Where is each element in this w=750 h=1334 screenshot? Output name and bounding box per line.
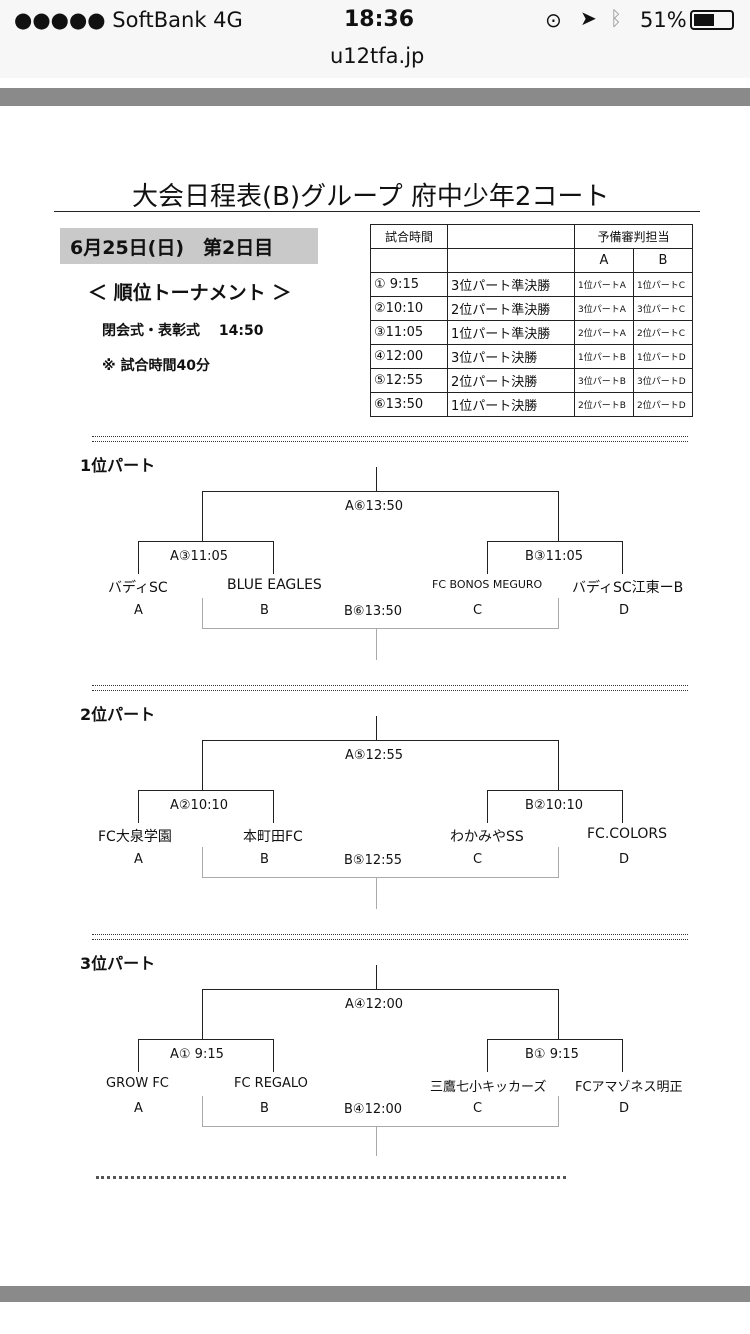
rotation-lock-icon: ⊙ — [545, 8, 562, 32]
team-letter: D — [619, 1101, 630, 1116]
doc-title: 大会日程表(B)グループ 府中少年2コート — [132, 182, 610, 212]
team-letter: D — [619, 603, 630, 618]
team-letter: B — [260, 603, 269, 618]
cut-off-line — [96, 1176, 566, 1183]
team-name: FC REGALO — [234, 1076, 308, 1091]
top-divider — [0, 88, 750, 106]
team-name: バディSC — [108, 580, 168, 596]
part-title: 3位パート — [80, 954, 156, 973]
semifinal-time: A① 9:15 — [170, 1047, 224, 1062]
team-name: BLUE EAGLES — [227, 577, 322, 593]
team-letter: C — [473, 603, 483, 618]
team-letter: C — [473, 1101, 483, 1116]
url-text: u12tfa.jp — [330, 44, 425, 68]
final-time: A④12:00 — [345, 997, 404, 1012]
bottom-divider — [0, 1286, 750, 1302]
location-icon: ➤ — [580, 6, 597, 30]
team-name: FC大泉学園 — [98, 829, 172, 845]
team-name: 本町田FC — [243, 829, 303, 845]
semifinal-time: B③11:05 — [525, 549, 584, 564]
semifinal-time: B① 9:15 — [525, 1047, 579, 1062]
date-label: 6月25日(日) 第2日目 — [70, 237, 274, 259]
match-duration-note: ※ 試合時間40分 — [102, 358, 210, 374]
semifinal-time: A②10:10 — [170, 798, 229, 813]
closing-ceremony: 閉会式・表彰式 14:50 — [102, 323, 264, 339]
team-name: FC BONOS MEGURO — [432, 578, 543, 591]
team-name: 三鷹七小キッカーズ — [430, 1080, 547, 1095]
team-letter: A — [134, 852, 143, 867]
status-bar: ●●●●● SoftBank 4G 18:36 ⊙ ➤ ᛒ 51% — [0, 0, 750, 40]
bluetooth-icon: ᛒ — [610, 6, 622, 30]
team-name: FCアマゾネス明正 — [575, 1080, 683, 1095]
battery-icon — [690, 10, 734, 30]
part-title: 1位パート — [80, 456, 156, 475]
battery-percent: 51% — [640, 8, 687, 32]
final-time: A⑥13:50 — [345, 499, 404, 514]
team-letter: D — [619, 852, 630, 867]
table-header: 試合時間 — [370, 224, 448, 249]
team-letter: B — [260, 852, 269, 867]
team-name: バディSC江東ーB — [572, 580, 684, 596]
team-letter: B — [260, 1101, 269, 1116]
team-name: FC.COLORS — [587, 826, 668, 842]
table-header: 予備審判担当 — [574, 224, 693, 249]
team-letter: A — [134, 1101, 143, 1116]
final-time: A⑤12:55 — [345, 748, 404, 763]
clock: 18:36 — [344, 7, 415, 32]
third-place-time: B⑥13:50 — [344, 604, 403, 619]
semifinal-time: B②10:10 — [525, 798, 584, 813]
carrier-label: ●●●●● SoftBank 4G — [14, 8, 243, 32]
tournament-heading: ＜ 順位トーナメント ＞ — [88, 282, 292, 304]
date-box: 6月25日(日) 第2日目 — [60, 228, 318, 264]
part-title: 2位パート — [80, 705, 156, 724]
team-letter: A — [134, 603, 143, 618]
address-bar[interactable]: u12tfa.jp — [0, 40, 750, 78]
team-letter: C — [473, 852, 483, 867]
team-name: わかみやSS — [450, 829, 524, 845]
third-place-time: B④12:00 — [344, 1102, 403, 1117]
semifinal-time: A③11:05 — [170, 549, 229, 564]
third-place-time: B⑤12:55 — [344, 853, 403, 868]
team-name: GROW FC — [106, 1076, 169, 1091]
